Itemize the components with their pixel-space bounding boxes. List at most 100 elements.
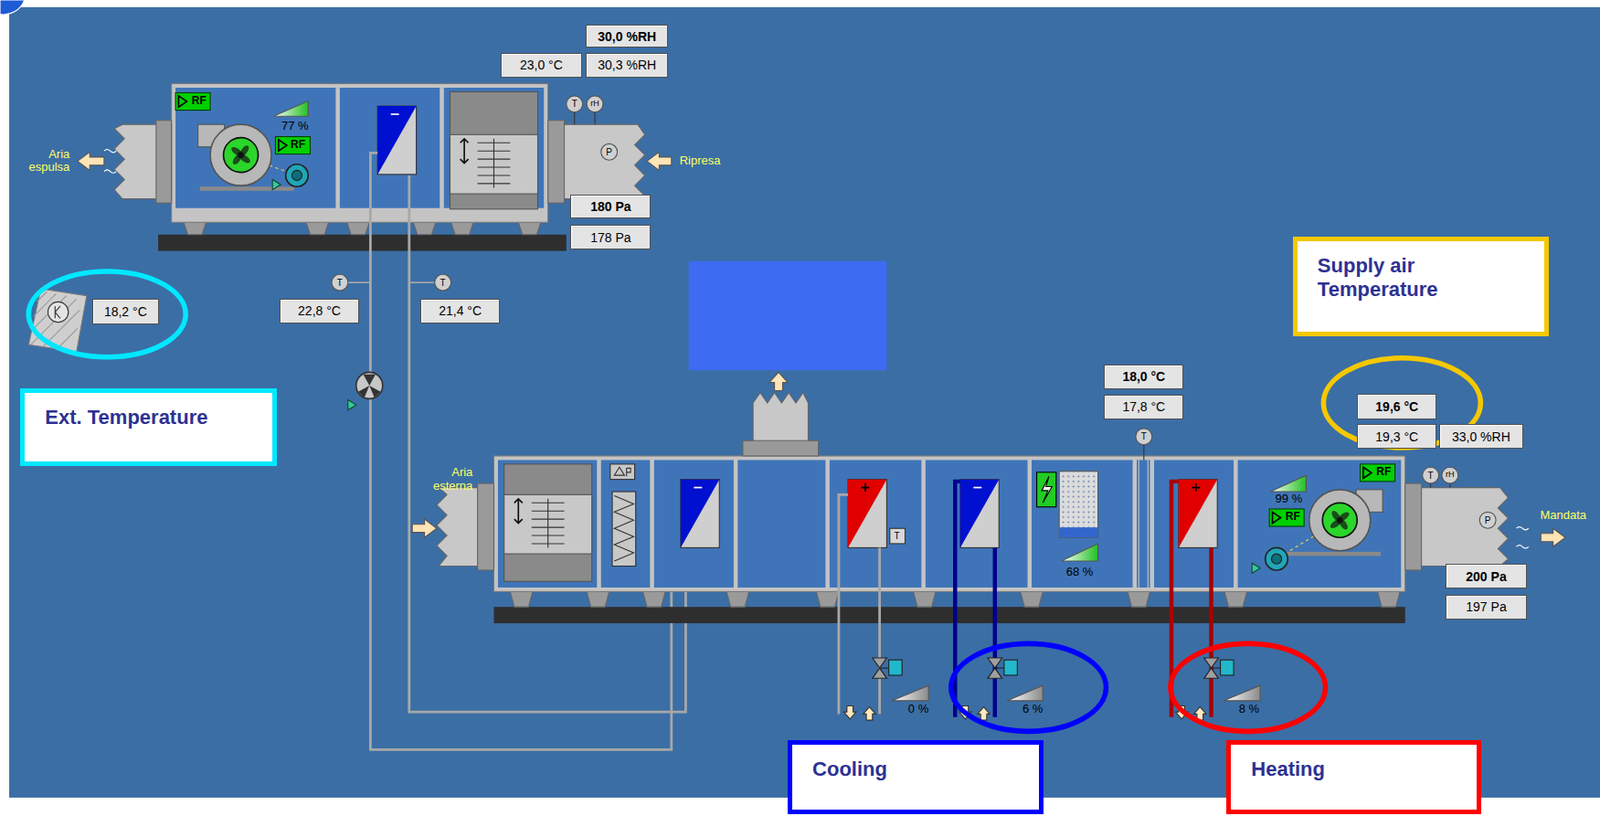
air-stream-name: Aria esterna bbox=[424, 466, 473, 493]
value-text: 200 Pa bbox=[1465, 569, 1506, 584]
hot-water-pipe bbox=[1208, 547, 1213, 717]
label-text: rH bbox=[590, 98, 600, 108]
value-display: 178 Pa bbox=[570, 224, 651, 251]
value-display: 18,0 °C bbox=[1103, 364, 1184, 391]
pressure-sensor bbox=[1479, 511, 1496, 529]
recovery-coil bbox=[377, 105, 416, 175]
rf-tag bbox=[1269, 508, 1304, 527]
duct-flange bbox=[477, 483, 495, 571]
rf-tag-text: RF bbox=[191, 95, 207, 107]
value-text: 178 Pa bbox=[590, 230, 631, 245]
valve-position: 8 % bbox=[1239, 702, 1260, 716]
temperature-sensor bbox=[566, 95, 583, 113]
air-waves bbox=[1515, 527, 1528, 549]
sensor-stem bbox=[409, 281, 435, 284]
control-valve bbox=[872, 657, 902, 679]
label-text: 8 % bbox=[1239, 701, 1260, 716]
sensor-letter: T bbox=[337, 277, 343, 288]
speed-ramp bbox=[273, 101, 308, 117]
cooling-coil bbox=[960, 479, 999, 549]
value-display: 23,0 °C bbox=[500, 52, 582, 78]
section-line bbox=[1138, 459, 1140, 588]
unit-base bbox=[158, 234, 567, 252]
fan-section bbox=[175, 87, 336, 209]
label-text: RF bbox=[1285, 509, 1301, 523]
outdoor-sensor bbox=[28, 288, 87, 352]
label-text: T bbox=[894, 530, 901, 541]
label-text: P bbox=[605, 147, 613, 158]
label-text: Aria espulsa bbox=[28, 147, 70, 174]
unit-leg bbox=[726, 591, 750, 607]
flow-arrow bbox=[769, 371, 788, 391]
value-display: 30,0 %RH bbox=[585, 24, 668, 49]
value-display: 21,4 °C bbox=[420, 298, 500, 324]
unit-sections bbox=[498, 459, 1401, 588]
unit-leg bbox=[413, 222, 436, 234]
sensor-stem bbox=[573, 112, 575, 125]
preheat-coil bbox=[847, 479, 887, 549]
temperature-sensor bbox=[331, 274, 349, 291]
sensor-letter: T bbox=[440, 277, 446, 288]
valve-ramp bbox=[1223, 685, 1261, 701]
unit-leg bbox=[451, 222, 475, 234]
sensor-stem bbox=[1143, 445, 1145, 461]
speed-value: 77 % bbox=[281, 119, 309, 133]
value-display: 19,6 °C bbox=[1356, 393, 1437, 420]
control-valve bbox=[1204, 657, 1234, 679]
pump-indicator bbox=[348, 400, 357, 411]
pump bbox=[356, 371, 383, 399]
label-text: RF bbox=[191, 94, 207, 107]
value-text: 30,3 %RH bbox=[597, 57, 657, 73]
value-display: 18,2 °C bbox=[92, 298, 160, 325]
supply-motor bbox=[1251, 547, 1288, 573]
value-text: 22,8 °C bbox=[297, 303, 341, 318]
exhaust-motor bbox=[272, 164, 308, 191]
value-text: 23,0 °C bbox=[519, 57, 563, 73]
temperature-sensor bbox=[1135, 428, 1153, 446]
label-text: RF bbox=[1376, 465, 1391, 478]
highlight-ellipse bbox=[1170, 643, 1326, 732]
flow-arrow bbox=[77, 151, 105, 170]
label-text: 68 % bbox=[1066, 564, 1094, 579]
damper-blades bbox=[449, 134, 538, 194]
damper-louvers bbox=[477, 138, 511, 189]
unit-section bbox=[737, 459, 826, 588]
flow-up-arrow bbox=[977, 707, 990, 721]
annotation-box: Cooling bbox=[787, 740, 1044, 814]
flow-arrow bbox=[412, 519, 437, 538]
humidifier-ramp bbox=[1060, 543, 1098, 562]
preheat-pipe bbox=[838, 494, 848, 714]
water bbox=[1059, 527, 1098, 538]
label-text: P bbox=[1484, 515, 1492, 526]
annotation-box: Supply air Temperature bbox=[1292, 236, 1549, 337]
blank-panel bbox=[688, 261, 888, 371]
flow-down-arrow bbox=[844, 705, 857, 720]
label-text: Ripresa bbox=[679, 153, 721, 168]
filter-pleats bbox=[614, 495, 634, 561]
speed-value: 99 % bbox=[1275, 492, 1304, 506]
value-display: 17,8 °C bbox=[1103, 394, 1184, 420]
sensor-stem bbox=[1430, 483, 1431, 488]
sensor-letter: T bbox=[572, 98, 578, 109]
value-text: 33,0 %RH bbox=[1451, 429, 1511, 445]
unit-section bbox=[829, 459, 922, 588]
label-text: rH bbox=[1445, 469, 1455, 479]
sensor-letter: T bbox=[894, 530, 901, 541]
rf-tag-text: RF bbox=[290, 138, 306, 151]
unit-section bbox=[1136, 459, 1151, 588]
unit-leg bbox=[912, 591, 936, 607]
unit-casing bbox=[493, 455, 1405, 592]
highlight-ellipse bbox=[28, 271, 186, 358]
value-text: 17,8 °C bbox=[1122, 399, 1166, 414]
pressure-switch bbox=[610, 464, 636, 480]
unit-section bbox=[1238, 459, 1402, 588]
unit-leg bbox=[306, 222, 329, 234]
annotation-box: Ext. Temperature bbox=[20, 388, 276, 467]
annotation-box: Heating bbox=[1226, 740, 1482, 814]
value-display: 33,0 %RH bbox=[1439, 423, 1525, 449]
value-text: 18,2 °C bbox=[104, 304, 148, 319]
unit-leg bbox=[183, 222, 207, 234]
exhaust-fan bbox=[198, 124, 295, 191]
label-text: 6 % bbox=[1022, 701, 1043, 716]
